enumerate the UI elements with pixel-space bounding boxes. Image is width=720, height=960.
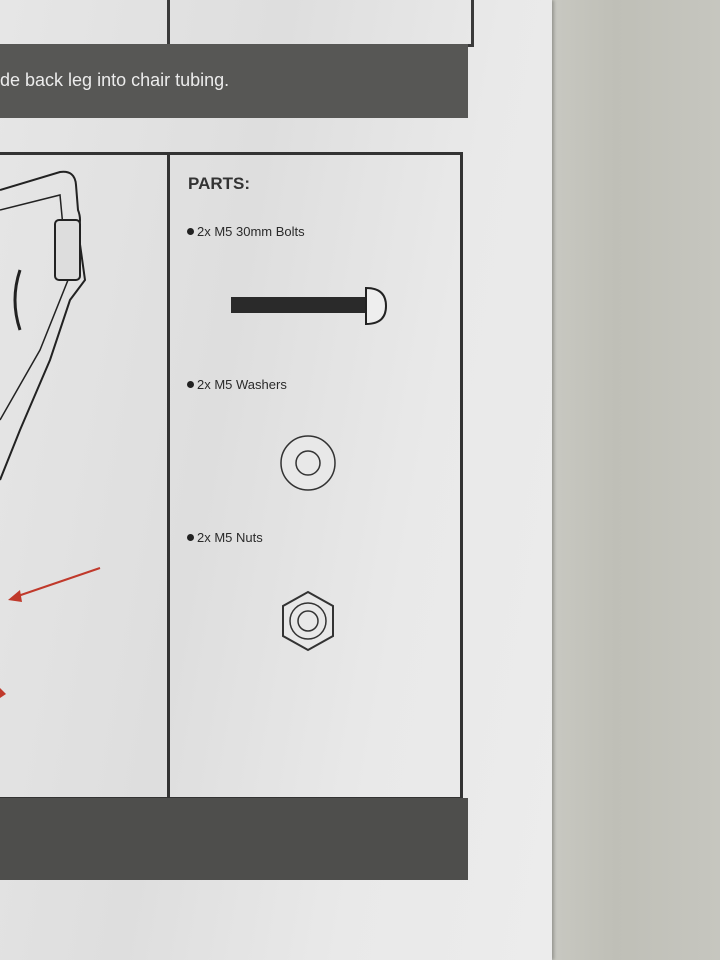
bullet-icon — [187, 534, 194, 541]
bullet-icon — [187, 381, 194, 388]
nut-icon — [282, 590, 334, 652]
part-item: 2x M5 30mm Bolts — [187, 224, 305, 239]
part-label: 2x M5 30mm Bolts — [197, 224, 305, 239]
part-item: 2x M5 Nuts — [187, 530, 263, 545]
bolt-icon — [231, 286, 388, 326]
chair-leg-illustration — [0, 170, 101, 698]
washer-icon — [280, 435, 336, 491]
step-instruction-band: de back leg into chair tubing. — [0, 44, 468, 118]
part-label: 2x M5 Nuts — [197, 530, 263, 545]
concrete-floor-background — [545, 0, 720, 960]
bullet-icon — [187, 228, 194, 235]
previous-step-box — [0, 0, 474, 47]
next-step-band — [0, 798, 468, 880]
parts-title: PARTS: — [188, 174, 251, 193]
box-divider — [167, 0, 170, 45]
part-label: 2x M5 Washers — [197, 377, 287, 392]
step-instruction-text: de back leg into chair tubing. — [0, 70, 230, 90]
part-item: 2x M5 Washers — [187, 377, 287, 392]
box-divider — [167, 152, 170, 800]
instruction-sheet: de back leg into chair tubing. PARTS: 2x… — [0, 0, 552, 960]
arrow-icon — [14, 567, 101, 598]
